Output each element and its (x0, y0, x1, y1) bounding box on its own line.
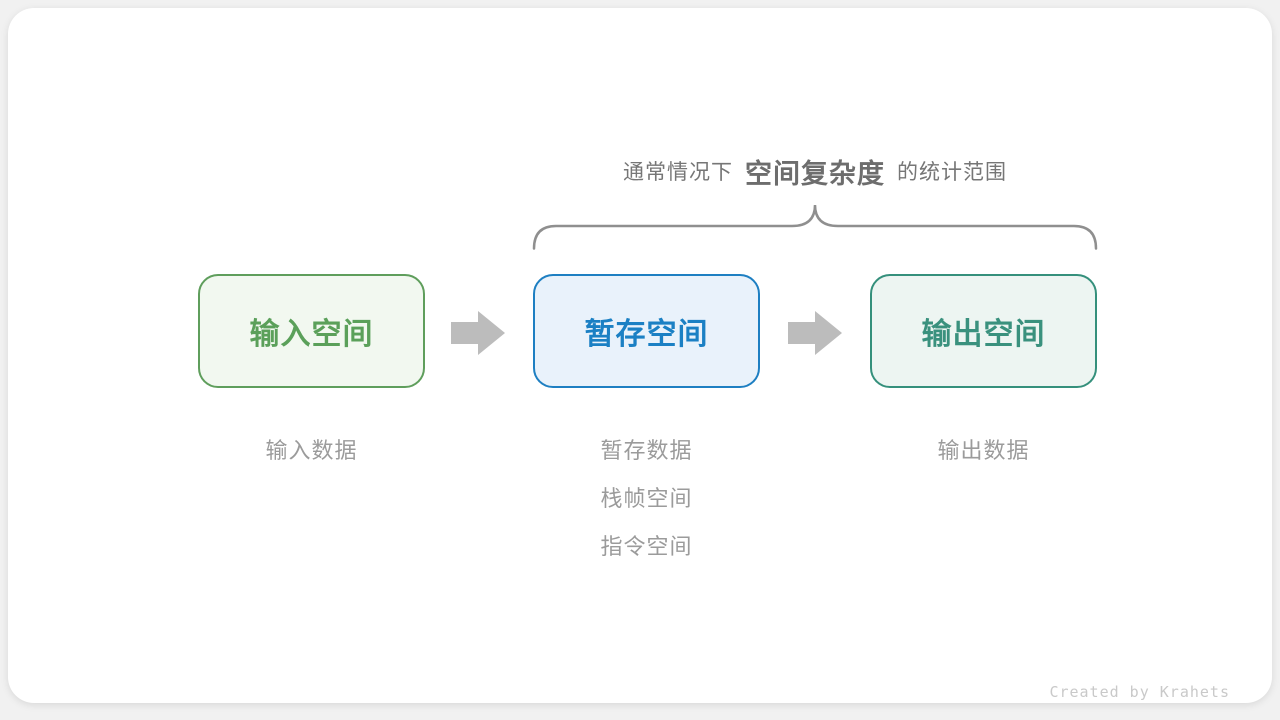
arrow-icon (788, 311, 842, 355)
curly-brace (532, 204, 1098, 250)
output-space-label: 输出空间 (921, 318, 1046, 351)
output-note: 输出数据 (937, 438, 1030, 463)
scope-annotation: 通常情况下 空间复杂度 的统计范围 (532, 151, 1098, 191)
input-space-box: 输入空间 (198, 274, 425, 388)
input-note: 输入数据 (265, 438, 358, 463)
temp-note: 暂存数据 (600, 438, 693, 463)
temp-note: 栈帧空间 (600, 486, 693, 511)
temp-note: 指令空间 (600, 534, 693, 559)
arrow-icon (451, 311, 505, 355)
annotation-emphasis: 空间复杂度 (745, 158, 885, 189)
temp-space-label: 暂存空间 (584, 318, 709, 351)
diagram-card: 通常情况下 空间复杂度 的统计范围 输入空间 暂存空间 输出空间 输入数据 暂存… (8, 8, 1272, 703)
annotation-prefix: 通常情况下 (623, 161, 733, 184)
annotation-suffix: 的统计范围 (897, 161, 1007, 184)
credit-text: Created by Krahets (1049, 683, 1230, 701)
temp-space-box: 暂存空间 (533, 274, 760, 388)
input-space-label: 输入空间 (249, 318, 374, 351)
output-space-box: 输出空间 (870, 274, 1097, 388)
